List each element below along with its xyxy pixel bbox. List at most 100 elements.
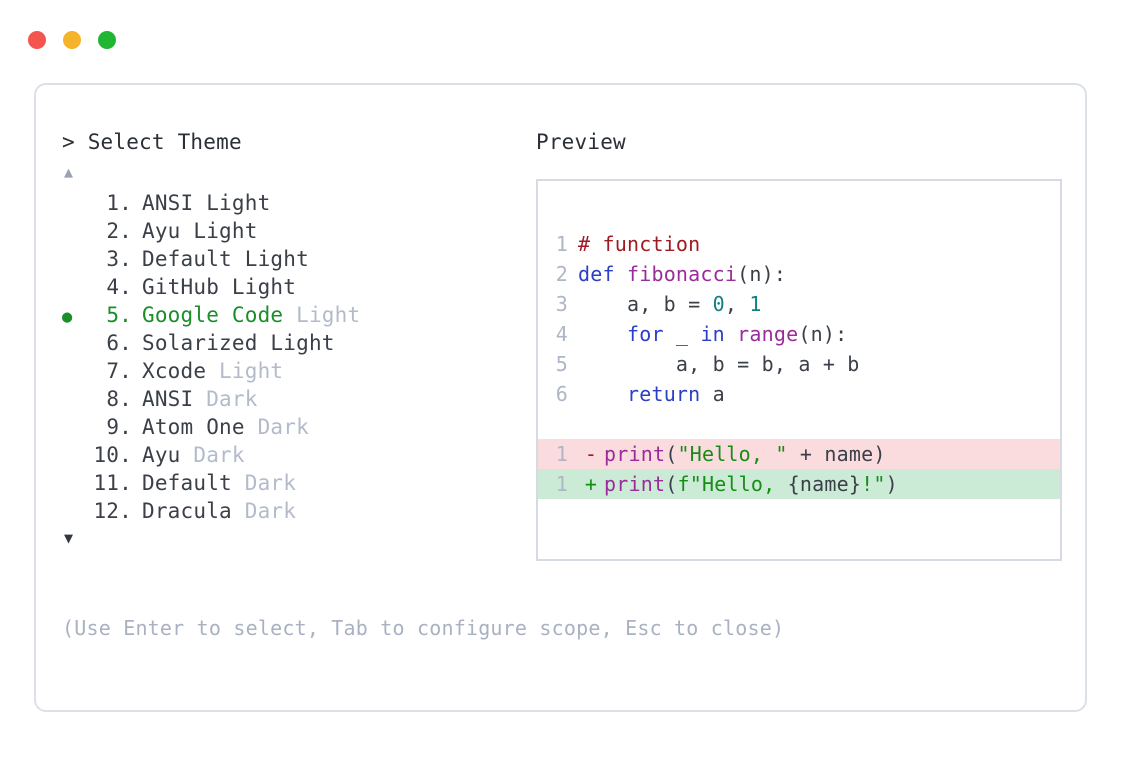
code-token: a xyxy=(700,382,725,406)
code-token: a, b = xyxy=(578,292,713,316)
theme-list-item[interactable]: ●10. Ayu Dark xyxy=(62,441,532,469)
theme-list-item[interactable]: ●6.Solarized Light xyxy=(62,329,532,357)
theme-list-item[interactable]: ●11.Default Dark xyxy=(62,469,532,497)
diff-marker: - xyxy=(584,442,598,466)
code-line-text: a, b = b, a + b xyxy=(578,349,860,379)
theme-item-variant: Light xyxy=(257,331,335,355)
theme-item-variant: Light xyxy=(231,247,309,271)
code-token xyxy=(578,322,627,346)
code-token: 0 xyxy=(712,292,725,316)
code-token: f"Hello, xyxy=(677,472,788,496)
code-token: print xyxy=(604,442,666,466)
theme-item-variant: Dark xyxy=(244,415,309,439)
page-title: Select Theme xyxy=(87,130,242,154)
code-token: in xyxy=(700,322,725,346)
code-token: a, b = b, a + b xyxy=(578,352,860,376)
maximize-window-button[interactable] xyxy=(98,31,116,49)
code-token: for xyxy=(626,322,664,346)
diff-highlight xyxy=(575,439,1052,469)
theme-item-index: 10. xyxy=(93,443,132,467)
line-number: 2 xyxy=(555,262,568,286)
bullet-placeholder: ● xyxy=(62,499,88,527)
code-token: (n): xyxy=(798,322,848,346)
line-number: 6 xyxy=(555,382,568,406)
line-number: 1 xyxy=(555,442,568,466)
window-controls xyxy=(28,31,116,49)
code-line: 1 # function xyxy=(538,229,1060,259)
code-line: 2 def fibonacci(n): xyxy=(538,259,1060,289)
line-number: 4 xyxy=(555,322,568,346)
code-token: 1 xyxy=(749,292,762,316)
theme-item-variant: Light xyxy=(219,275,297,299)
code-token: ( xyxy=(665,442,678,466)
bullet-placeholder: ● xyxy=(62,471,88,499)
line-number: 3 xyxy=(555,292,568,316)
theme-item-variant: Light xyxy=(180,219,258,243)
theme-list-item[interactable]: ●8.ANSI Dark xyxy=(62,385,532,413)
theme-selector-card: > Select Theme ▲ ●1.ANSI Light●2.Ayu Lig… xyxy=(34,83,1087,712)
code-token: + name) xyxy=(787,442,886,466)
line-number: 1 xyxy=(555,232,568,256)
code-token: (n): xyxy=(737,262,787,286)
keyboard-hint: (Use Enter to select, Tab to configure s… xyxy=(62,616,785,640)
bullet-placeholder: ● xyxy=(62,191,88,219)
scroll-up-icon[interactable]: ▲ xyxy=(64,163,74,181)
theme-item-index: 11. xyxy=(93,471,132,495)
theme-list-item[interactable]: ●7.Xcode Light xyxy=(62,357,532,385)
scroll-down-icon[interactable]: ▼ xyxy=(64,529,74,547)
code-token: fibonacci xyxy=(626,262,738,286)
code-token: print xyxy=(604,472,666,496)
theme-list-item[interactable]: ●2.Ayu Light xyxy=(62,217,532,245)
theme-item-variant: Dark xyxy=(180,443,245,467)
theme-item-index: 6. xyxy=(106,331,132,355)
code-token: !" xyxy=(861,472,886,496)
diff-marker: + xyxy=(584,472,598,496)
theme-list-item[interactable]: ●1.ANSI Light xyxy=(62,189,532,217)
theme-item-index: 4. xyxy=(106,275,132,299)
code-token xyxy=(725,322,737,346)
theme-item-variant: Light xyxy=(206,359,284,383)
theme-list-item[interactable]: ●4.GitHub Light xyxy=(62,273,532,301)
theme-item-index: 5. xyxy=(106,303,132,327)
bullet-placeholder: ● xyxy=(62,331,88,359)
code-line-text: for _ in range(n): xyxy=(578,319,847,349)
code-line: 5 a, b = b, a + b xyxy=(538,349,1060,379)
code-line-text: a, b = 0, 1 xyxy=(578,289,762,319)
theme-item-name: Google Code xyxy=(142,303,284,327)
theme-list-item[interactable]: ●3.Default Light xyxy=(62,245,532,273)
theme-item-index: 9. xyxy=(106,415,132,439)
code-token: return xyxy=(626,382,701,406)
code-line-text: def fibonacci(n): xyxy=(578,259,786,289)
code-line-text: return a xyxy=(578,379,725,409)
code-token: # function xyxy=(578,232,701,256)
theme-item-name: Ayu xyxy=(142,443,181,467)
theme-item-variant: Light xyxy=(193,191,271,215)
bullet-placeholder: ● xyxy=(62,443,88,471)
prompt-caret-icon: > xyxy=(62,130,75,154)
theme-list-item[interactable]: ●12.Dracula Dark xyxy=(62,497,532,525)
minimize-window-button[interactable] xyxy=(63,31,81,49)
theme-list-item[interactable]: ●5.Google Code Light xyxy=(62,301,532,329)
bullet-placeholder: ● xyxy=(62,387,88,415)
code-token: ( xyxy=(665,472,678,496)
code-token: def xyxy=(578,262,627,286)
code-token: _ xyxy=(663,322,701,346)
diff-highlight xyxy=(575,469,1052,499)
theme-item-variant: Dark xyxy=(193,387,258,411)
theme-item-name: Default xyxy=(142,247,232,271)
code-line-text: print("Hello, " + name) xyxy=(604,439,886,469)
card-body: > Select Theme ▲ ●1.ANSI Light●2.Ayu Lig… xyxy=(36,85,1085,710)
theme-item-name: Atom One xyxy=(142,415,245,439)
code-token: ) xyxy=(885,472,898,496)
bullet-placeholder: ● xyxy=(62,359,88,387)
code-line: 6 return a xyxy=(538,379,1060,409)
theme-item-variant: Dark xyxy=(231,499,297,523)
code-token: "Hello, " xyxy=(677,442,788,466)
code-token: , xyxy=(724,292,750,316)
close-window-button[interactable] xyxy=(28,31,46,49)
code-line-text: print(f"Hello, {name}!") xyxy=(604,469,898,499)
theme-list-item[interactable]: ●9.Atom One Dark xyxy=(62,413,532,441)
selected-bullet-icon: ● xyxy=(62,307,73,327)
